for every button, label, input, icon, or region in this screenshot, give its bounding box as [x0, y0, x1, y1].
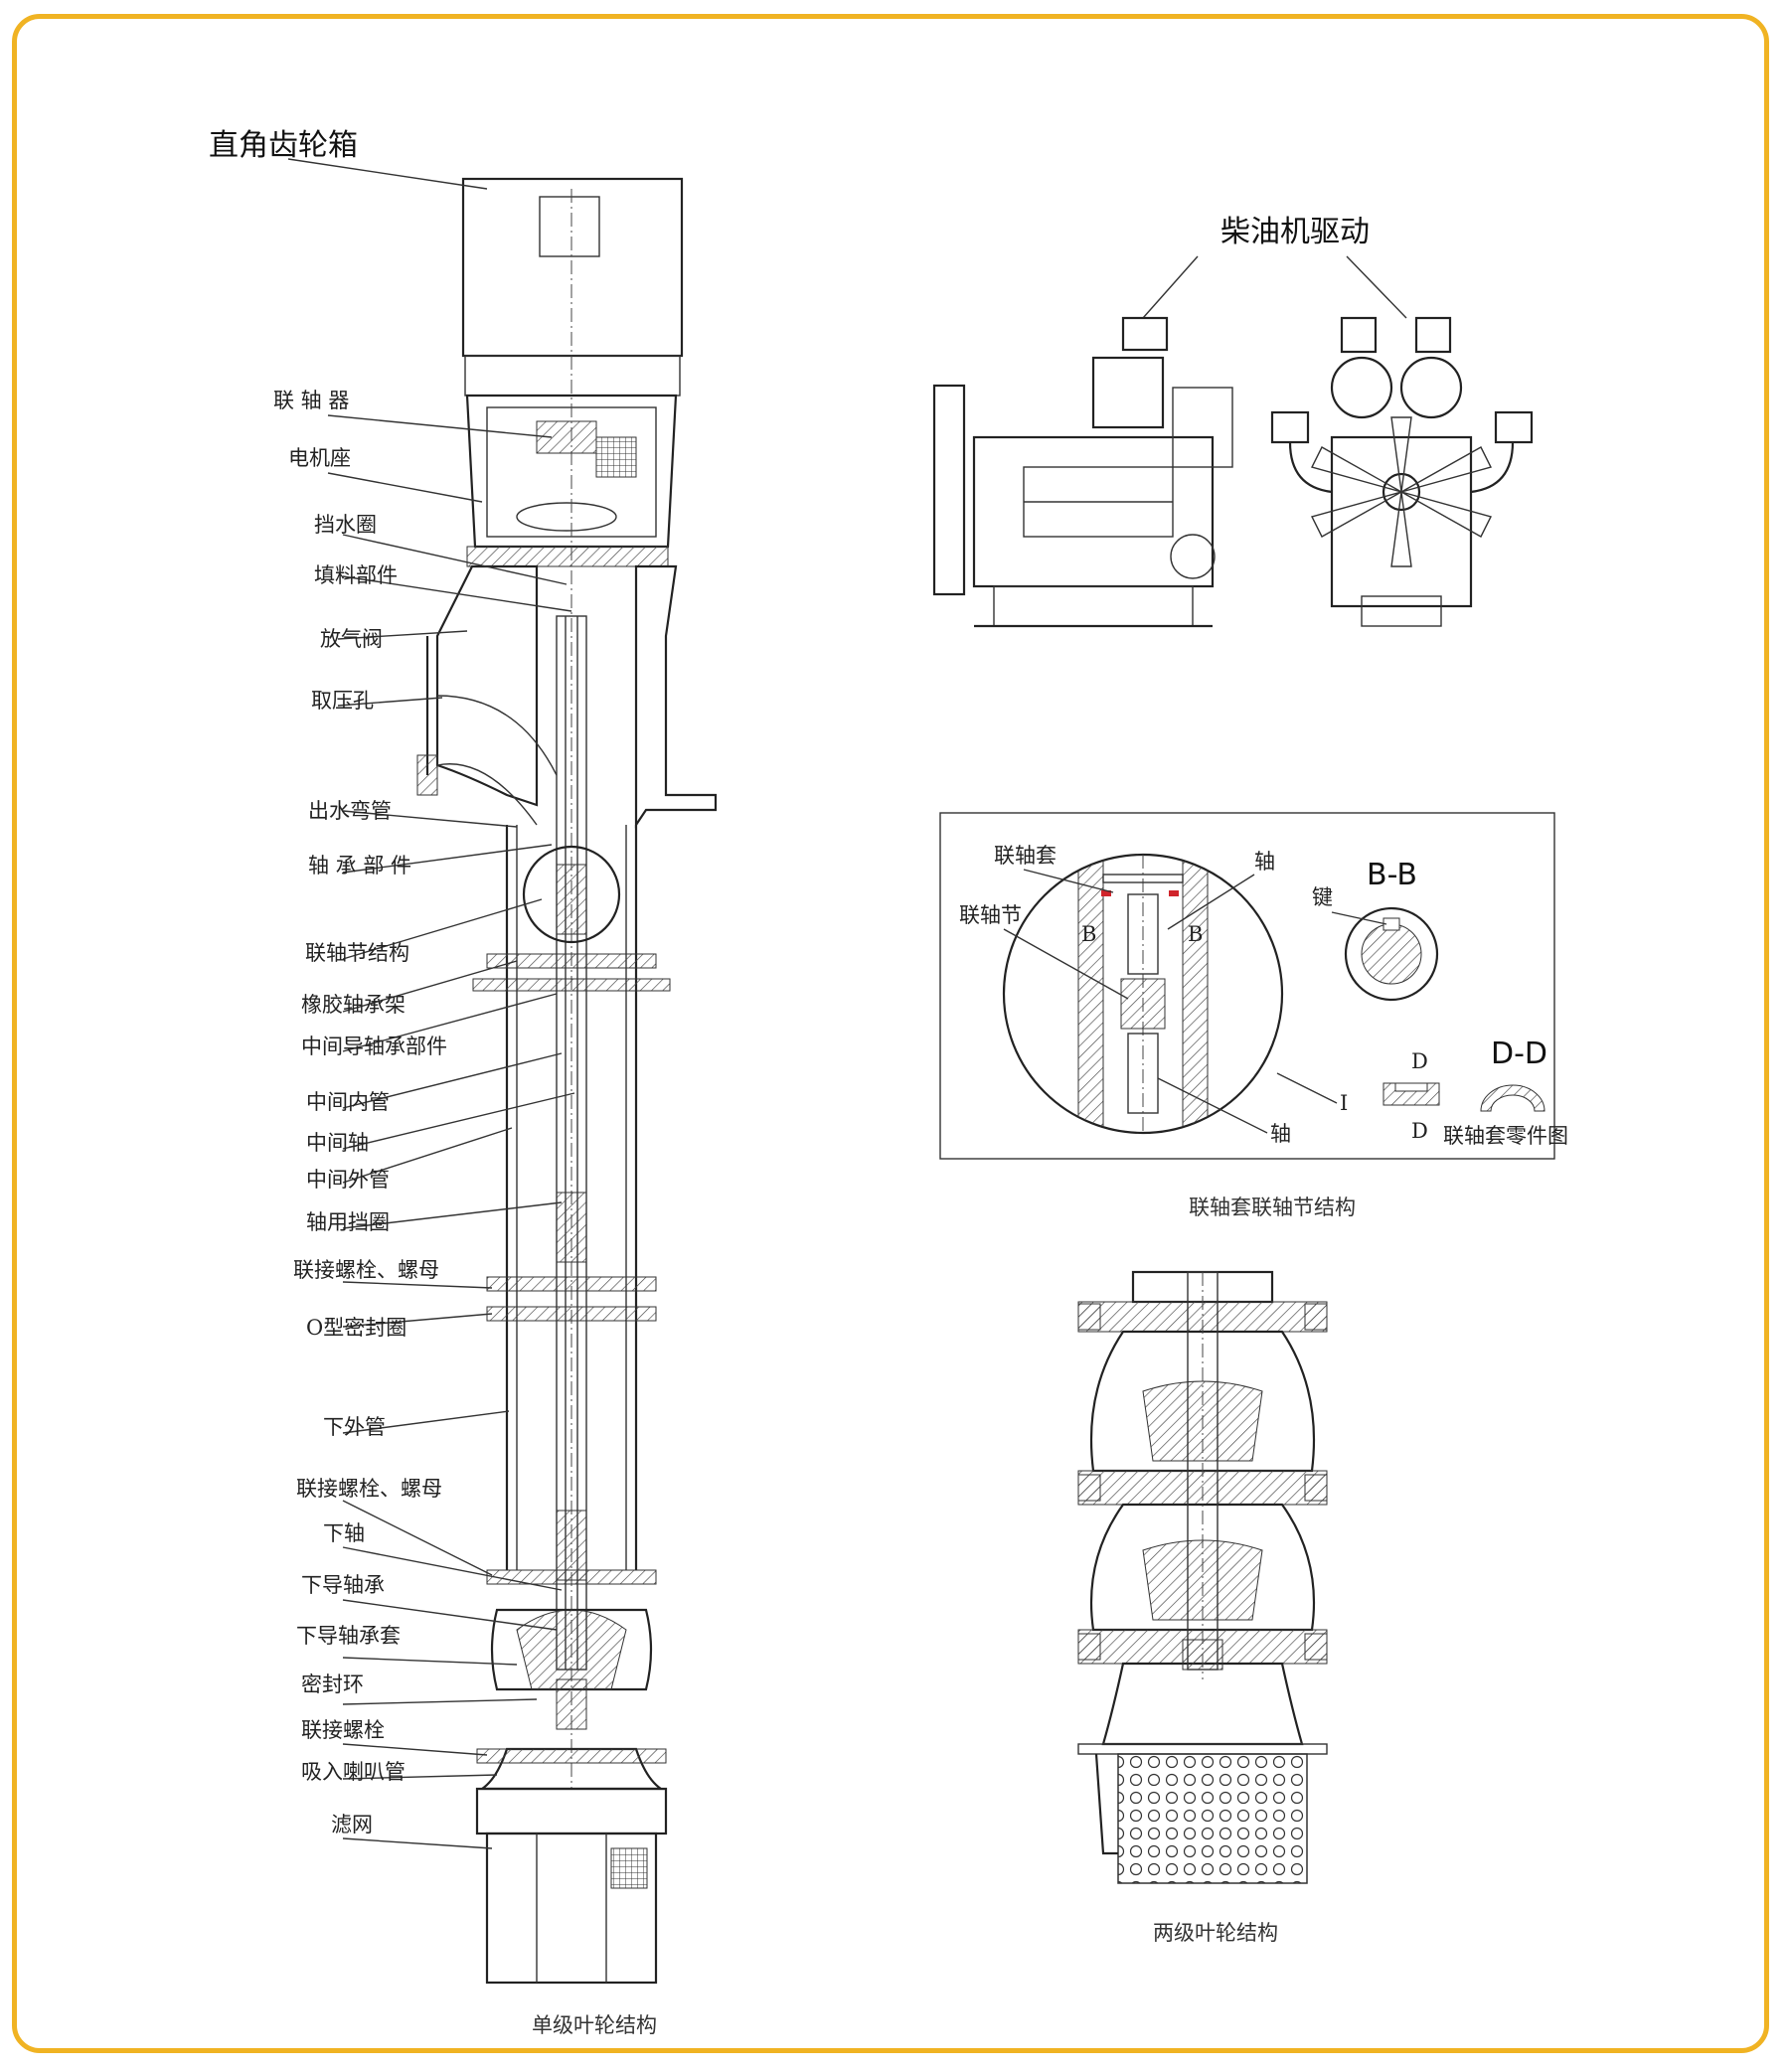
two-stage-impeller-drawing: 两级叶轮结构 — [1077, 1270, 1328, 1945]
d-mark-bottom: D — [1411, 1119, 1428, 1143]
red-marker-right — [1169, 890, 1179, 896]
pump-labels: 直角齿轮箱 联 轴 器 电机座 挡水圈 填料部件 放气阀 取压孔 出水弯管 轴 … — [209, 128, 657, 2037]
pump-label-24: 吸入喇叭管 — [301, 1760, 406, 1784]
coupling-structure-caption: 联轴套联轴节结构 — [1189, 1195, 1356, 1219]
column-flanges — [472, 953, 671, 1585]
pump-label-23: 联接螺栓 — [301, 1718, 385, 1742]
red-marker-left — [1101, 890, 1111, 896]
page-frame — [12, 14, 1769, 2053]
d-mark-top: D — [1411, 1049, 1428, 1073]
pump-label-22: 密封环 — [301, 1673, 364, 1696]
pump-label-7: 轴 承 部 件 — [308, 854, 411, 877]
pump-label-20: 下导轴承 — [301, 1573, 385, 1597]
pump-label-11: 中间内管 — [306, 1090, 390, 1114]
shaft-top-label: 轴 — [1254, 850, 1275, 874]
single-stage-caption: 单级叶轮结构 — [532, 2013, 657, 2037]
gearbox-body — [461, 177, 684, 358]
strainer-basket — [1117, 1753, 1308, 1884]
pump-label-0: 联 轴 器 — [273, 389, 349, 412]
coupling-detail-border — [939, 812, 1555, 1160]
pump-label-21: 下导轴承套 — [296, 1624, 401, 1648]
pump-label-19: 下轴 — [323, 1521, 365, 1545]
diesel-title: 柴油机驱动 — [1220, 215, 1370, 249]
pump-label-12: 中间轴 — [306, 1131, 369, 1155]
roman-i-label: I — [1340, 1091, 1348, 1115]
gearbox-title: 直角齿轮箱 — [209, 128, 358, 163]
pump-label-3: 填料部件 — [314, 563, 398, 587]
pump-label-17: 下外管 — [323, 1415, 386, 1439]
coupling-joint-label: 联轴节 — [959, 903, 1022, 927]
discharge-elbow-outline — [435, 564, 539, 807]
pump-leader-lines — [287, 158, 575, 1849]
pump-label-15: 联接螺栓、螺母 — [293, 1258, 439, 1282]
b-mark-left: B — [1081, 922, 1096, 946]
b-mark-right: B — [1188, 922, 1203, 946]
pump-label-9: 橡胶轴承架 — [301, 993, 406, 1017]
parts-caption: 联轴套零件图 — [1443, 1124, 1568, 1148]
coupling-detail-panel: B B 联轴套 联轴节 轴 轴 I B-B 键 D D D-D 联轴套零件图 联… — [939, 812, 1568, 1219]
pump-label-10: 中间导轴承部件 — [301, 1035, 447, 1058]
pump-label-18: 联接螺栓、螺母 — [296, 1477, 442, 1501]
diesel-engine-drawing: 柴油机驱动 — [932, 215, 1534, 628]
pump-label-25: 滤网 — [331, 1813, 373, 1836]
impeller-bowl — [490, 1608, 653, 1691]
pump-label-8: 联轴节结构 — [305, 941, 409, 965]
pump-label-14: 轴用挡圈 — [306, 1210, 390, 1234]
key-label: 键 — [1312, 885, 1333, 909]
pump-label-16: O型密封圈 — [306, 1316, 407, 1340]
shaft-bottom-label: 轴 — [1270, 1122, 1291, 1146]
pump-label-13: 中间外管 — [306, 1168, 390, 1192]
detail-circle-marker — [522, 845, 621, 944]
section-bb-label: B-B — [1367, 858, 1417, 892]
pump-label-5: 取压孔 — [311, 689, 374, 713]
bb-section-outer — [1344, 906, 1439, 1002]
vertical-pump-assembly — [416, 177, 718, 1985]
two-stage-caption: 两级叶轮结构 — [1153, 1921, 1278, 1945]
pump-label-2: 挡水圈 — [314, 513, 377, 537]
strainer — [475, 1787, 668, 1835]
coupling-sleeve-label: 联轴套 — [994, 844, 1057, 868]
pump-label-4: 放气阀 — [320, 627, 383, 651]
pump-label-6: 出水弯管 — [308, 799, 392, 823]
pump-label-1: 电机座 — [288, 446, 351, 470]
section-dd-label: D-D — [1491, 1036, 1547, 1071]
